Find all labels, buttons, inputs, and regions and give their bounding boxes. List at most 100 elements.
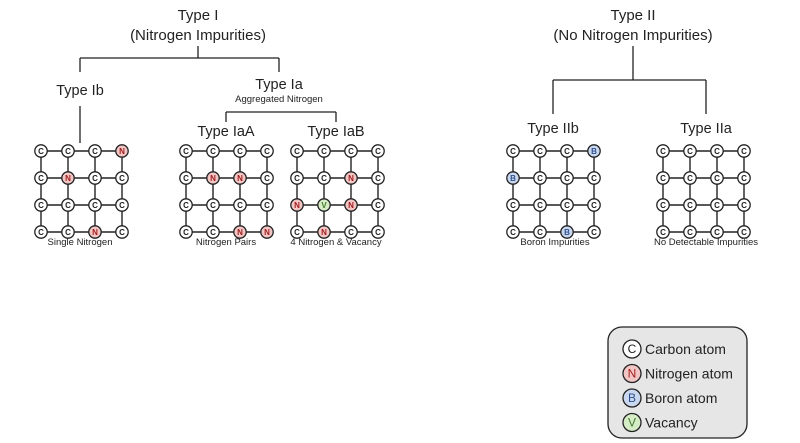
legend-b-atom (622, 388, 642, 408)
lattice-symbol: C (264, 147, 270, 156)
lattice-symbol: C (65, 228, 71, 237)
lattice-atom (344, 171, 358, 185)
lattice-symbol: C (264, 174, 270, 183)
type-ib-label: Type Ib (56, 83, 104, 99)
legend-box (607, 326, 748, 439)
lattice-atom (115, 198, 129, 212)
lattice-atom (656, 144, 670, 158)
type1-subtitle: (Nitrogen Impurities) (130, 27, 266, 44)
lattice-symbol: C (687, 228, 693, 237)
lattice-symbol: C (510, 228, 516, 237)
lattice-atom (317, 144, 331, 158)
lattice-atom (710, 198, 724, 212)
lattice-symbol: C (92, 174, 98, 183)
lattice-symbol: C (321, 147, 327, 156)
lattice-atom (88, 198, 102, 212)
lattice-symbol: C (660, 174, 666, 183)
lattice-symbol: C (564, 174, 570, 183)
lattice-symbol: C (183, 147, 189, 156)
lattice-symbol: C (210, 201, 216, 210)
lattice-atom (34, 144, 48, 158)
lattice-atom (683, 198, 697, 212)
lattice-symbol: C (660, 228, 666, 237)
lattice-symbol: N (119, 147, 125, 156)
lattice-atom (317, 198, 331, 212)
lattice-symbol: C (537, 174, 543, 183)
lattice-atom (683, 225, 697, 239)
lattice-symbol: C (119, 228, 125, 237)
lattice-atom (290, 144, 304, 158)
lattice-atom (61, 198, 75, 212)
lattice-symbol: C (119, 174, 125, 183)
lattice-symbol: C (183, 228, 189, 237)
lattice-symbol: C (510, 201, 516, 210)
type2-title: Type II (610, 7, 655, 24)
legend-v-atom (622, 412, 642, 433)
lattice-atom (260, 225, 274, 239)
lattice-atom (656, 225, 670, 239)
lattice-atom (115, 225, 129, 239)
lattice-atom (737, 198, 751, 212)
type-iib-label: Type IIb (527, 121, 579, 137)
lattice-symbol: C (687, 174, 693, 183)
lattice-symbol: N (237, 228, 243, 237)
type1-tree-lines (79, 46, 337, 143)
lattice-atom (34, 225, 48, 239)
lattice-atom (710, 144, 724, 158)
lattice-symbol: C (510, 147, 516, 156)
lattice-symbol: C (714, 174, 720, 183)
lattice-symbol: C (348, 228, 354, 237)
lattice-atom (371, 198, 385, 212)
lattice-symbol: C (210, 147, 216, 156)
type2-subtitle: (No Nitrogen Impurities) (553, 27, 712, 44)
lattice-atom (179, 171, 193, 185)
type-ia-sublabel: Aggregated Nitrogen (235, 94, 323, 105)
lattice-atom (206, 171, 220, 185)
lattice-atom (233, 144, 247, 158)
caption-type-iib: Boron Impurities (520, 237, 589, 248)
lattice-atom (533, 198, 547, 212)
caption-type-iab: 4 Nitrogen & Vacancy (290, 237, 381, 248)
lattice-symbol: B (510, 174, 516, 183)
lattice-symbol: C (564, 201, 570, 210)
lattice-atom (656, 198, 670, 212)
lattice-symbol: C (92, 147, 98, 156)
lattice-symbol: C (92, 201, 98, 210)
lattice-symbol: C (237, 147, 243, 156)
lattice-symbol: C (741, 174, 747, 183)
lattice-symbol: C (714, 201, 720, 210)
lattice-symbol: C (210, 228, 216, 237)
type2-tree-lines (552, 46, 707, 114)
lattice-atom (560, 171, 574, 185)
lattice-symbol: N (264, 228, 270, 237)
lattice-symbol: C (660, 147, 666, 156)
legend-label: Nitrogen atom (645, 366, 733, 382)
legend-n-atom (622, 363, 642, 384)
lattice-atom (371, 225, 385, 239)
lattice-symbol: C (687, 147, 693, 156)
lattice-symbol: C (741, 201, 747, 210)
lattice-atom (115, 144, 129, 158)
lattice-symbol: C (294, 174, 300, 183)
lattice-symbol: C (660, 201, 666, 210)
lattice-symbol: C (348, 147, 354, 156)
lattice-symbol: B (591, 147, 597, 156)
lattice-atom (587, 198, 601, 212)
type-iia-label: Type IIa (680, 121, 733, 137)
lattice-symbol: N (348, 174, 354, 183)
lattice-symbol: C (38, 228, 44, 237)
lattice-symbol: C (237, 201, 243, 210)
lattice-symbol: C (264, 201, 270, 210)
lattice-symbol: C (321, 174, 327, 183)
lattice-symbol: C (119, 201, 125, 210)
lattice-symbol: C (65, 201, 71, 210)
lattice-atom (506, 198, 520, 212)
lattice-atom (710, 171, 724, 185)
lattice-atom (683, 171, 697, 185)
